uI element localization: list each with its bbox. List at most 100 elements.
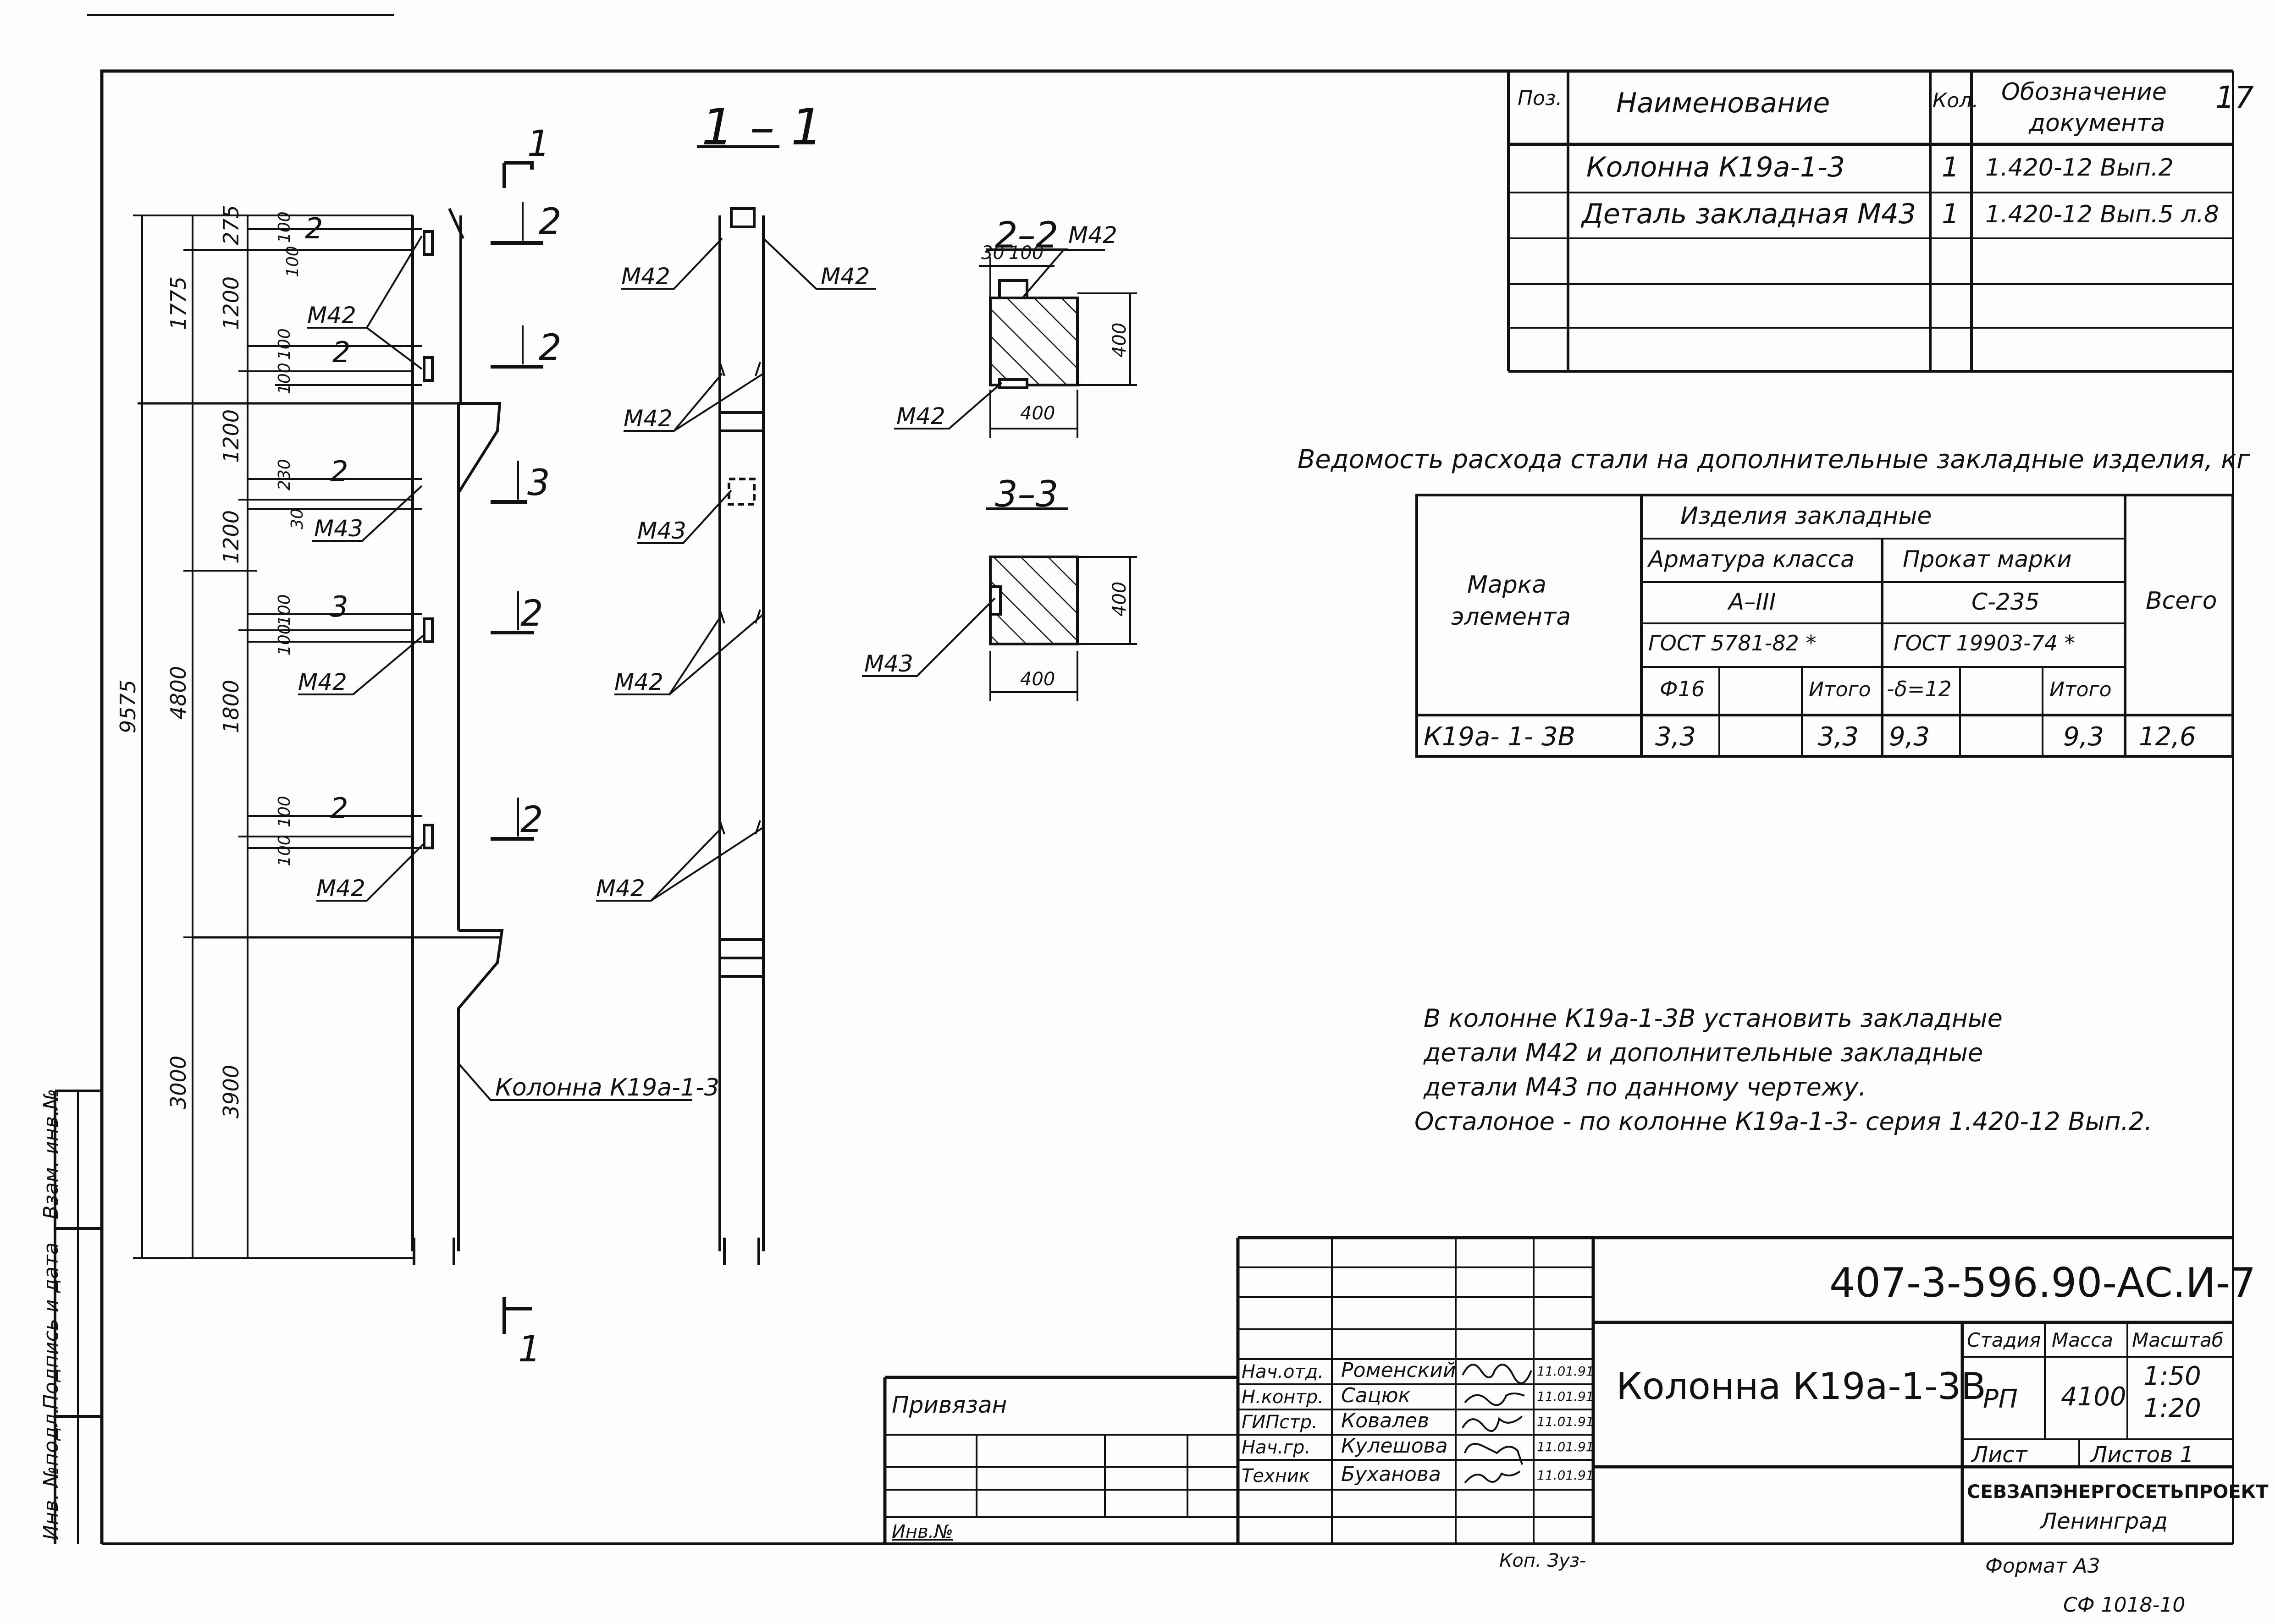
m42-elev-2: М42	[298, 669, 347, 695]
drawing-title: Колонна К19а-1-3В	[1616, 1365, 1986, 1408]
m42-s22-top: М42	[1068, 222, 1117, 248]
spec-header-doc-1: Обозначение	[2001, 78, 2167, 106]
stage-header: Стадия	[1967, 1329, 2041, 1351]
section-1-1-title: 1 – 1	[701, 98, 823, 156]
dim-1200-b: 1200	[219, 409, 243, 463]
m42-s11-right: М42	[821, 263, 870, 290]
page-number: 17	[2215, 80, 2254, 115]
staff-role-1: Нач.отд.	[1242, 1361, 1324, 1382]
spec-row2-qty: 1	[1942, 198, 1960, 230]
copied-label: Коп. Зуз-	[1499, 1550, 1586, 1571]
spec-header-qty: Кол.	[1933, 89, 1979, 112]
section-2-2-view	[986, 248, 1079, 389]
steel-group: Изделия закладные	[1680, 502, 1932, 530]
dim-s1: 100	[275, 211, 294, 243]
staff-role-3: ГИПстр.	[1242, 1412, 1318, 1433]
scale-value-1: 1:50	[2143, 1361, 2201, 1391]
staff-date-4: 11.01.91	[1537, 1439, 1594, 1454]
steel-row-itogo1: 3,3	[1818, 722, 1859, 752]
leader-tag-2d: 2	[330, 792, 348, 825]
s22-dim-h: 400	[1109, 323, 1130, 358]
signature-3	[1462, 1415, 1523, 1432]
steel-prokat: Прокат марки	[1903, 546, 2072, 573]
leader-tag-3: 3	[330, 590, 348, 623]
steel-c235: С-235	[1971, 589, 2040, 615]
steel-aiii: А–III	[1728, 589, 1776, 615]
staff-role-5: Техник	[1242, 1465, 1310, 1486]
dim-s4: 100	[275, 363, 294, 394]
m42-s11-2: М42	[624, 405, 673, 432]
staff-name-4: Кулешова	[1341, 1434, 1448, 1458]
s22-dim-100: 100	[1009, 242, 1044, 264]
spec-row1-doc: 1.420-12 Вып.2	[1985, 154, 2174, 182]
steel-gost2: ГОСТ 19903-74 *	[1894, 631, 2075, 655]
section-2-2-dims	[894, 249, 1137, 438]
steel-gost1: ГОСТ 5781-82 *	[1648, 631, 1817, 655]
spec-row1-qty: 1	[1942, 151, 1960, 183]
dim-3000: 3000	[166, 1056, 191, 1109]
steel-row-itogo2: 9,3	[2063, 722, 2104, 752]
m43-s33: М43	[864, 650, 913, 677]
leader-tag-2b: 2	[332, 336, 350, 369]
steel-table-title: Ведомость расхода стали на дополнительны…	[1298, 445, 2250, 474]
staff-date-3: 11.01.91	[1537, 1414, 1594, 1429]
cut-mark-2-d: 2	[520, 799, 543, 841]
steel-row-vsego: 12,6	[2139, 722, 2196, 752]
spec-header-doc-2: документа	[2029, 110, 2165, 137]
dim-1800: 1800	[219, 680, 243, 733]
cut-mark-1-top: 1	[527, 123, 550, 165]
stray-line	[87, 14, 394, 16]
org-city: Ленинград	[2040, 1508, 2168, 1534]
staff-date-5: 11.01.91	[1537, 1468, 1594, 1483]
archive-number: СФ 1018-10	[2063, 1593, 2186, 1617]
signature-4	[1464, 1443, 1523, 1465]
steel-delta: -δ=12	[1887, 677, 1952, 701]
cut-mark-1-bottom: 1	[518, 1329, 541, 1370]
leader-tag-2a: 2	[305, 212, 323, 245]
dim-275: 275	[219, 205, 243, 245]
dim-s2: 100	[283, 246, 302, 277]
mass-header: Масса	[2052, 1329, 2113, 1351]
spec-header-name: Наименование	[1616, 87, 1830, 119]
m43-elev: М43	[314, 515, 363, 542]
dim-s5: 230	[275, 459, 294, 490]
dimension-lines	[133, 215, 692, 1259]
cut-mark-2-a: 2	[539, 201, 562, 242]
staff-date-2: 11.01.91	[1537, 1389, 1594, 1404]
staff-role-2: Н.контр.	[1242, 1387, 1324, 1408]
sheet-label: Лист	[1971, 1442, 2027, 1468]
s22-dim-w: 400	[1020, 403, 1055, 424]
dim-s9: 100	[275, 796, 294, 827]
staff-role-4: Нач.гр.	[1242, 1437, 1311, 1458]
scale-header: Масштаб	[2132, 1329, 2224, 1351]
staff-name-2: Сацюк	[1341, 1384, 1411, 1407]
note-line-2: детали М42 и дополнительные закладные	[1424, 1038, 1983, 1067]
dim-s3: 100	[275, 328, 294, 360]
m42-s11-3: М42	[614, 669, 663, 695]
steel-mark-2: элемента	[1451, 603, 1571, 631]
m42-elev-1: М42	[307, 302, 356, 329]
steel-itogo2: Итого	[2049, 678, 2112, 701]
section-3-3-title: 3–3	[995, 474, 1058, 515]
section-2-2-title: 2–2	[995, 215, 1058, 256]
steel-row-mark: К19а- 1- 3В	[1424, 722, 1576, 752]
s33-dim-w: 400	[1020, 669, 1055, 690]
steel-f16: Ф16	[1660, 677, 1705, 701]
steel-itogo1: Итого	[1809, 678, 1871, 701]
sheets-label: Листов 1	[2091, 1442, 2194, 1468]
staff-name-5: Буханова	[1341, 1463, 1441, 1486]
note-line-4: Осталоное - по колонне К19а-1-3- серия 1…	[1414, 1107, 2153, 1136]
spec-row2-doc: 1.420-12 Вып.5 л.8	[1985, 201, 2220, 228]
note-line-3: детали М43 по данному чертежу.	[1424, 1073, 1866, 1101]
steel-row-delta: 9,3	[1889, 722, 1930, 752]
section-cut-marks	[491, 161, 543, 1334]
m42-s11-left: М42	[621, 263, 670, 290]
section-1-1-leaders	[596, 237, 876, 902]
m42-s22: М42	[896, 403, 945, 429]
steel-row-f16: 3,3	[1655, 722, 1696, 752]
